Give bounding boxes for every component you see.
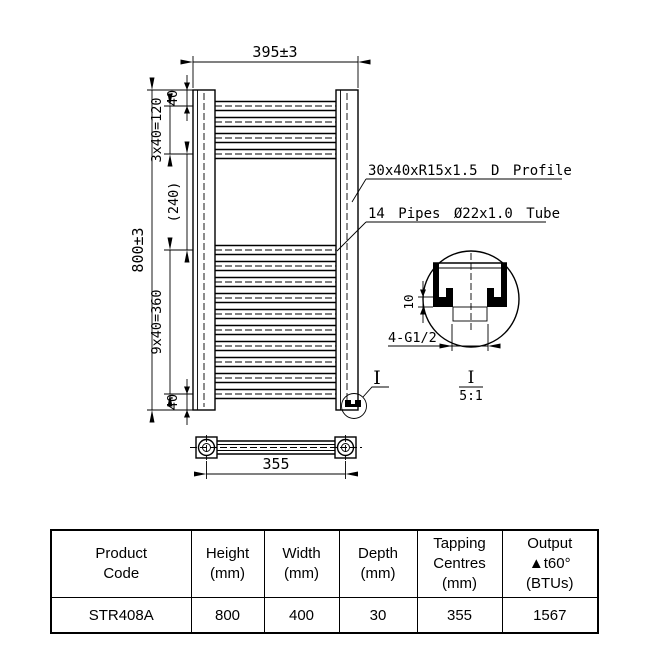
thread-label: 4-G1/2 [388, 330, 437, 346]
col-tapping-centres: Tapping Centres (mm) [416, 529, 503, 598]
dim-pipe-group-top-text: 3x40=120 [149, 97, 165, 162]
dim-bottom-offset: 40 [165, 379, 190, 425]
dim-height-text: 800±3 [129, 227, 147, 272]
spec-header-row: Product Code Height (mm) Width (mm) Dept… [50, 529, 599, 598]
dim-width-text: 395±3 [252, 43, 297, 61]
right-rail [335, 89, 359, 411]
col-height: Height (mm) [190, 529, 265, 598]
cell-tapping-centres: 355 [416, 597, 503, 634]
detail-id-label: I [468, 368, 475, 388]
dim-centre-gap-text: (240) [166, 182, 182, 223]
dim-top-offset: 40 [165, 75, 190, 121]
dim-pipe-group-bottom-text: 9x40=360 [149, 289, 165, 354]
col-depth: Depth (mm) [338, 529, 418, 598]
spec-data-row: STR408A 800 400 30 355 1567 [50, 597, 599, 634]
pipes [214, 100, 337, 400]
dim-top-offset-text: 40 [165, 90, 181, 106]
cell-width: 400 [263, 597, 340, 634]
dim-pipe-group-bottom: 9x40=360 [149, 237, 173, 407]
detail-scale: I 5:1 [459, 368, 483, 404]
pipes-label-text: 14 Pipes Ø22x1.0 Tube [368, 206, 560, 222]
dim-pipe-group-top: 3x40=120 [149, 93, 173, 167]
dim-bottom-offset-text: 40 [165, 394, 181, 410]
plan-view: 355 [190, 435, 362, 479]
dim-wall-thickness: 10 [401, 281, 433, 323]
detail-view: 10 4-G1/2 I 5:1 [388, 250, 520, 404]
pipes-label: 14 Pipes Ø22x1.0 Tube [336, 206, 560, 252]
dim-wall-thickness-text: 10 [401, 294, 416, 309]
detail-callout-label: I [373, 367, 381, 389]
detail-scale-label: 5:1 [459, 389, 482, 404]
profile-label: 30x40xR15x1.5 D Profile [351, 163, 572, 203]
col-output: Output ▲t60° (BTUs) [501, 529, 599, 598]
dim-tapping-centres-text: 355 [262, 455, 289, 473]
plan-left-boss [197, 435, 216, 460]
col-product-code: Product Code [50, 529, 192, 598]
cell-depth: 30 [338, 597, 418, 634]
plan-right-boss [336, 435, 355, 460]
left-rail [192, 89, 216, 411]
cell-height: 800 [190, 597, 265, 634]
cell-output: 1567 [501, 597, 599, 634]
dim-centre-gap: (240) [166, 141, 190, 263]
detail-callout: I [341, 367, 389, 419]
front-view: 395±3 800±3 3x40=120 9x40=360 40 [129, 43, 389, 425]
spec-table: Product Code Height (mm) Width (mm) Dept… [50, 529, 599, 634]
profile-label-text: 30x40xR15x1.5 D Profile [368, 163, 572, 179]
dim-height: 800±3 [129, 77, 155, 423]
thread-dimension: 4-G1/2 [388, 324, 501, 351]
technical-drawing: 395±3 800±3 3x40=120 9x40=360 40 [129, 43, 572, 479]
dim-width: 395±3 [180, 43, 371, 88]
col-width: Width (mm) [263, 529, 340, 598]
dim-tapping-centres: 355 [194, 455, 358, 479]
cell-product-code: STR408A [50, 597, 192, 634]
